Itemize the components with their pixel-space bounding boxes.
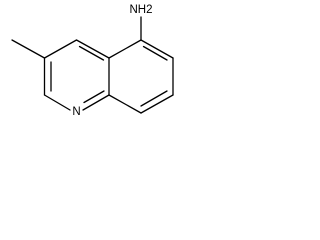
bond-c4-c4a <box>75 39 110 59</box>
ring-nitrogen-label: N <box>72 106 80 118</box>
bond-c7-c8-inner <box>140 90 168 107</box>
bond-c4-c4a-inner <box>78 45 105 61</box>
bond-c8a-n1-inner <box>83 90 105 104</box>
bond-c5-c6 <box>140 39 174 59</box>
bond-c3-c4 <box>43 39 78 59</box>
bond-lines <box>11 16 174 114</box>
bond-c8a-n1 <box>82 94 110 111</box>
bond-c5-c6-inner <box>142 45 168 61</box>
quinoline-structure-diagram: NH2 N <box>11 4 174 118</box>
amine-label: NH2 <box>129 4 152 16</box>
bond-c7-c8 <box>140 94 174 114</box>
bond-c4a-c5 <box>108 39 142 59</box>
bond-c8-c8a <box>108 94 142 114</box>
bond-n1-c2 <box>43 94 71 111</box>
bond-c3-methyl <box>11 39 46 59</box>
